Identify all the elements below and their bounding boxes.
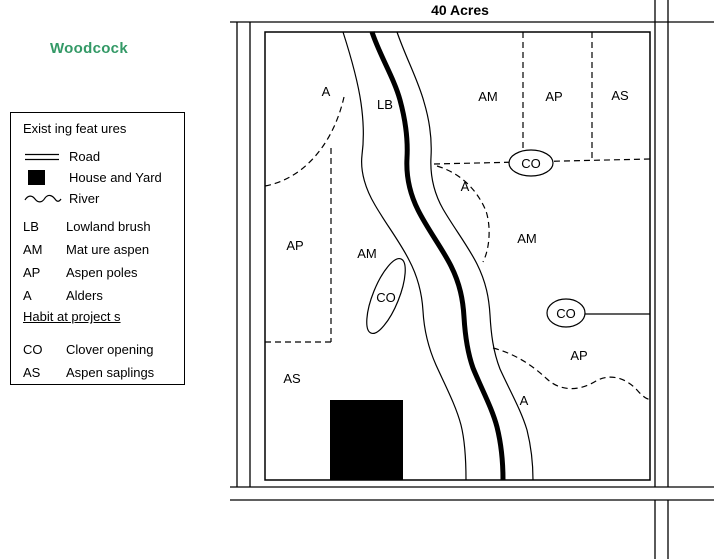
boundary-topright-horizontal [433,158,651,165]
label-mature-aspen-west: AM [357,246,377,261]
label-clover-center: CO [376,290,396,305]
label-aspen-saplings-ne: AS [611,88,629,103]
parcel-border [264,31,651,481]
river-right-bank [396,31,534,481]
house-symbol-square [28,170,45,185]
legend-row-house: House and Yard [23,167,180,188]
label-clover-east: CO [556,306,576,321]
legend-label-a: Alders [66,288,103,303]
legend-box: Exist ing feat ures Road House and Yard [10,112,185,385]
boundary-poles-alders-bottom [492,347,651,400]
map-labels: A LB AM AP AS CO A AM AP AM CO CO AP AS … [283,84,629,408]
label-clover-north: CO [521,156,541,171]
legend-label-road: Road [69,149,101,164]
legend-title: Exist ing feat ures [23,121,127,136]
label-aspen-poles-se: AP [570,348,587,363]
legend-projects-title: Habit at project s [23,309,121,324]
legend-code-lb: LB [23,219,39,234]
map-name-title: Woodcock [50,40,128,57]
legend-code-co: CO [23,342,43,357]
legend-code-ap: AP [23,265,41,280]
label-lowland-brush: LB [377,97,393,112]
legend-row-ap: AP Aspen poles [23,261,180,284]
house-and-yard-block [330,400,403,480]
legend-label-river: River [69,191,100,206]
legend-row-co: CO Clover opening [23,338,180,361]
road-symbol-svg [25,153,59,160]
legend-row-river: River [23,188,180,209]
label-mature-aspen-east: AM [517,231,537,246]
label-aspen-saplings-sw: AS [283,371,301,386]
river-symbol [23,193,69,205]
legend-label-lb: Lowland brush [66,219,151,234]
legend-row-road: Road [23,146,180,167]
road-symbol [23,151,69,163]
legend-label-as: Aspen saplings [66,365,155,380]
clover-opening-ellipse-center [366,257,406,335]
clover-opening-ellipse-east [546,298,586,328]
label-alders-topleft: A [322,84,331,99]
boundary-alders-upper-left [264,96,345,187]
label-alders-river: A [461,179,470,194]
legend-code-a: A [23,288,32,303]
label-mature-aspen-top: AM [478,89,498,104]
roads [230,0,714,559]
legend-label-co: Clover opening [66,342,154,357]
legend-row-am: AM Mat ure aspen [23,238,180,261]
legend-row-lb: LB Lowland brush [23,215,180,238]
area-title: 40 Acres [431,2,489,18]
legend-label-am: Mat ure aspen [66,242,150,257]
legend-label-house: House and Yard [69,170,162,185]
legend-projects: CO Clover opening AS Aspen saplings [23,338,180,384]
house-symbol [23,170,69,185]
label-aspen-poles-west: AP [286,238,303,253]
legend-label-ap: Aspen poles [66,265,138,280]
habitat-boundaries [264,32,651,400]
legend-code-am: AM [23,242,43,257]
label-alders-south: A [520,393,529,408]
legend-code-as: AS [23,365,41,380]
label-aspen-poles-top: AP [545,89,562,104]
boundary-alders-river-strip [436,165,490,263]
legend-row-a: A Alders [23,284,180,307]
legend-row-as: AS Aspen saplings [23,361,180,384]
river-symbol-svg [24,194,62,202]
river-channel [369,31,506,481]
river-left-bank [342,31,467,481]
clover-opening-ellipse-north [508,149,554,177]
